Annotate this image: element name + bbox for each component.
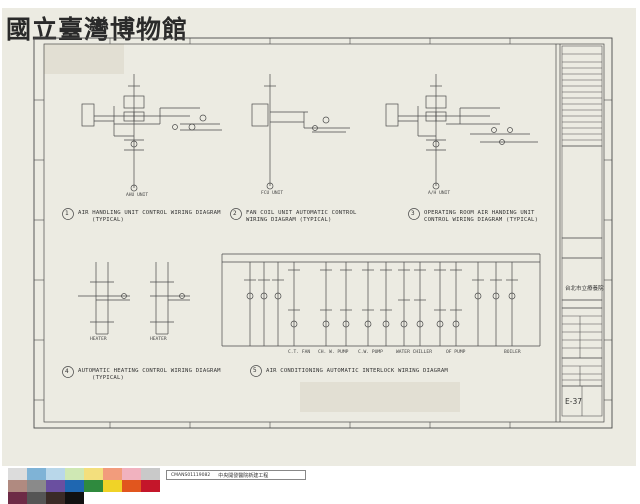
fcu-number-marker [230, 208, 242, 220]
color-swatch [65, 480, 84, 492]
color-swatch [8, 492, 27, 504]
or-number-marker [408, 208, 420, 220]
color-swatch [8, 480, 27, 492]
outer-border [33, 37, 613, 429]
interlock-label-of-pump: OF PUMP [446, 350, 466, 355]
color-swatch [122, 468, 141, 480]
heat-right-heater-label: HEATER [150, 337, 167, 342]
title-block [561, 45, 603, 417]
color-swatch [27, 468, 46, 480]
interlock-number-marker [250, 365, 262, 377]
fcu-number: 2 [233, 210, 237, 217]
color-swatch [46, 492, 65, 504]
interlock-label-water-chiller: WATER CHILLER [396, 350, 432, 355]
ahu-number: 1 [65, 210, 69, 217]
paper-sheet [2, 8, 636, 466]
fcu-unit-label: FCU UNIT [261, 191, 284, 196]
fcu-title: FAN COIL UNIT AUTOMATIC CONTROL WIRING D… [246, 210, 357, 223]
interlock-label-ct-fan: C.T. FAN [288, 350, 311, 355]
or-diagram [385, 74, 538, 190]
color-swatch [27, 480, 46, 492]
heating-diagram [78, 262, 190, 335]
color-swatch [122, 480, 141, 492]
institution-title: 國立臺灣博物館 [6, 15, 189, 44]
or-title: OPERATING ROOM AIR HANDING UNIT CONTROL … [424, 210, 539, 223]
color-swatch [46, 468, 65, 480]
interlock-number: 5 [253, 367, 257, 374]
paper-stains [44, 44, 460, 412]
interlock-label-cw-pump: C.W. PUMP [358, 350, 383, 355]
color-swatch [103, 480, 122, 492]
fcu-diagram [251, 74, 350, 190]
heat-left-heater-label: HEATER [90, 337, 107, 342]
archive-name: 中央開發醫院新建工程 [218, 472, 269, 479]
color-swatch [46, 480, 65, 492]
heat-title: AUTOMATIC HEATING CONTROL WIRING DIAGRAM… [78, 368, 221, 381]
title-block-sheet-number: E-37 [565, 397, 582, 406]
ahu-unit-label: AHU UNIT [126, 193, 149, 198]
archive-caption: CMANS01119082 中央開發醫院新建工程 [166, 470, 306, 480]
color-swatch [84, 468, 103, 480]
interlock-diagram [221, 253, 541, 347]
color-swatch [8, 468, 27, 480]
color-swatch [103, 468, 122, 480]
color-swatch [141, 468, 160, 480]
or-unit-label: A/H UNIT [428, 191, 451, 196]
or-number: 3 [411, 210, 415, 217]
inner-border [43, 43, 605, 423]
interlock-label-chw-pump: CH. W. PUMP [318, 350, 349, 355]
color-swatch [141, 480, 160, 492]
border-ticks [34, 38, 612, 428]
interlock-title: AIR CONDITIONING AUTOMATIC INTERLOCK WIR… [266, 368, 448, 374]
ahu-number-marker [62, 208, 74, 220]
color-swatch [65, 492, 84, 504]
color-swatch [27, 492, 46, 504]
heat-number-marker [62, 366, 74, 378]
ahu-title: AIR HANDLING UNIT CONTROL WIRING DIAGRAM… [78, 210, 221, 223]
color-calibration-strip [8, 468, 160, 504]
interlock-label-boiler: BOILER [504, 350, 521, 355]
color-swatch [65, 468, 84, 480]
title-block-client: 台北市立療養院 [565, 286, 604, 292]
color-swatch [84, 480, 103, 492]
ahu-diagram [81, 74, 222, 192]
archive-code: CMANS01119082 [171, 472, 211, 478]
heat-number: 4 [65, 368, 69, 375]
